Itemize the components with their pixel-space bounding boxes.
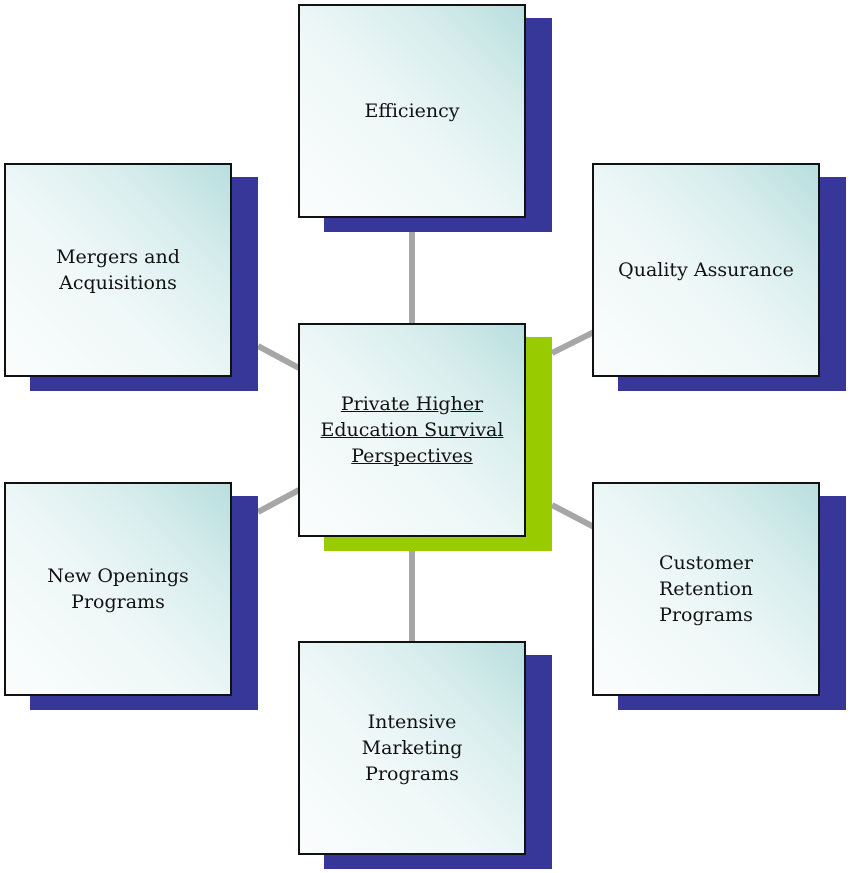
- center-node-box: Private Higher Education Survival Perspe…: [298, 323, 526, 537]
- center-node-label: Private Higher Education Survival Perspe…: [320, 393, 504, 467]
- node-mergers-and-acquisitions: Mergers and Acquisitions: [4, 163, 258, 391]
- connector-new-openings: [256, 487, 301, 515]
- node-box: Efficiency: [298, 4, 526, 218]
- node-box: Intensive Marketing Programs: [298, 641, 526, 855]
- connector-mergers: [256, 343, 301, 371]
- node-label: Mergers and Acquisitions: [56, 246, 180, 294]
- node-label: Efficiency: [364, 100, 460, 122]
- node-efficiency: Efficiency: [298, 4, 552, 232]
- node-customer-retention-programs: Customer Retention Programs: [592, 482, 846, 710]
- node-label: Quality Assurance: [618, 259, 794, 281]
- node-box: Quality Assurance: [592, 163, 820, 377]
- node-new-openings-programs: New Openings Programs: [4, 482, 258, 710]
- node-label: New Openings Programs: [47, 565, 189, 613]
- node-intensive-marketing-programs: Intensive Marketing Programs: [298, 641, 552, 869]
- node-label: Customer Retention Programs: [658, 552, 754, 626]
- node-quality-assurance: Quality Assurance: [592, 163, 846, 391]
- connector-quality-assurance: [550, 329, 596, 356]
- node-box: Customer Retention Programs: [592, 482, 820, 696]
- node-box: Mergers and Acquisitions: [4, 163, 232, 377]
- node-label: Intensive Marketing Programs: [361, 711, 463, 785]
- center-node: Private Higher Education Survival Perspe…: [298, 323, 552, 551]
- connector-customer-retention: [550, 502, 596, 530]
- node-box: New Openings Programs: [4, 482, 232, 696]
